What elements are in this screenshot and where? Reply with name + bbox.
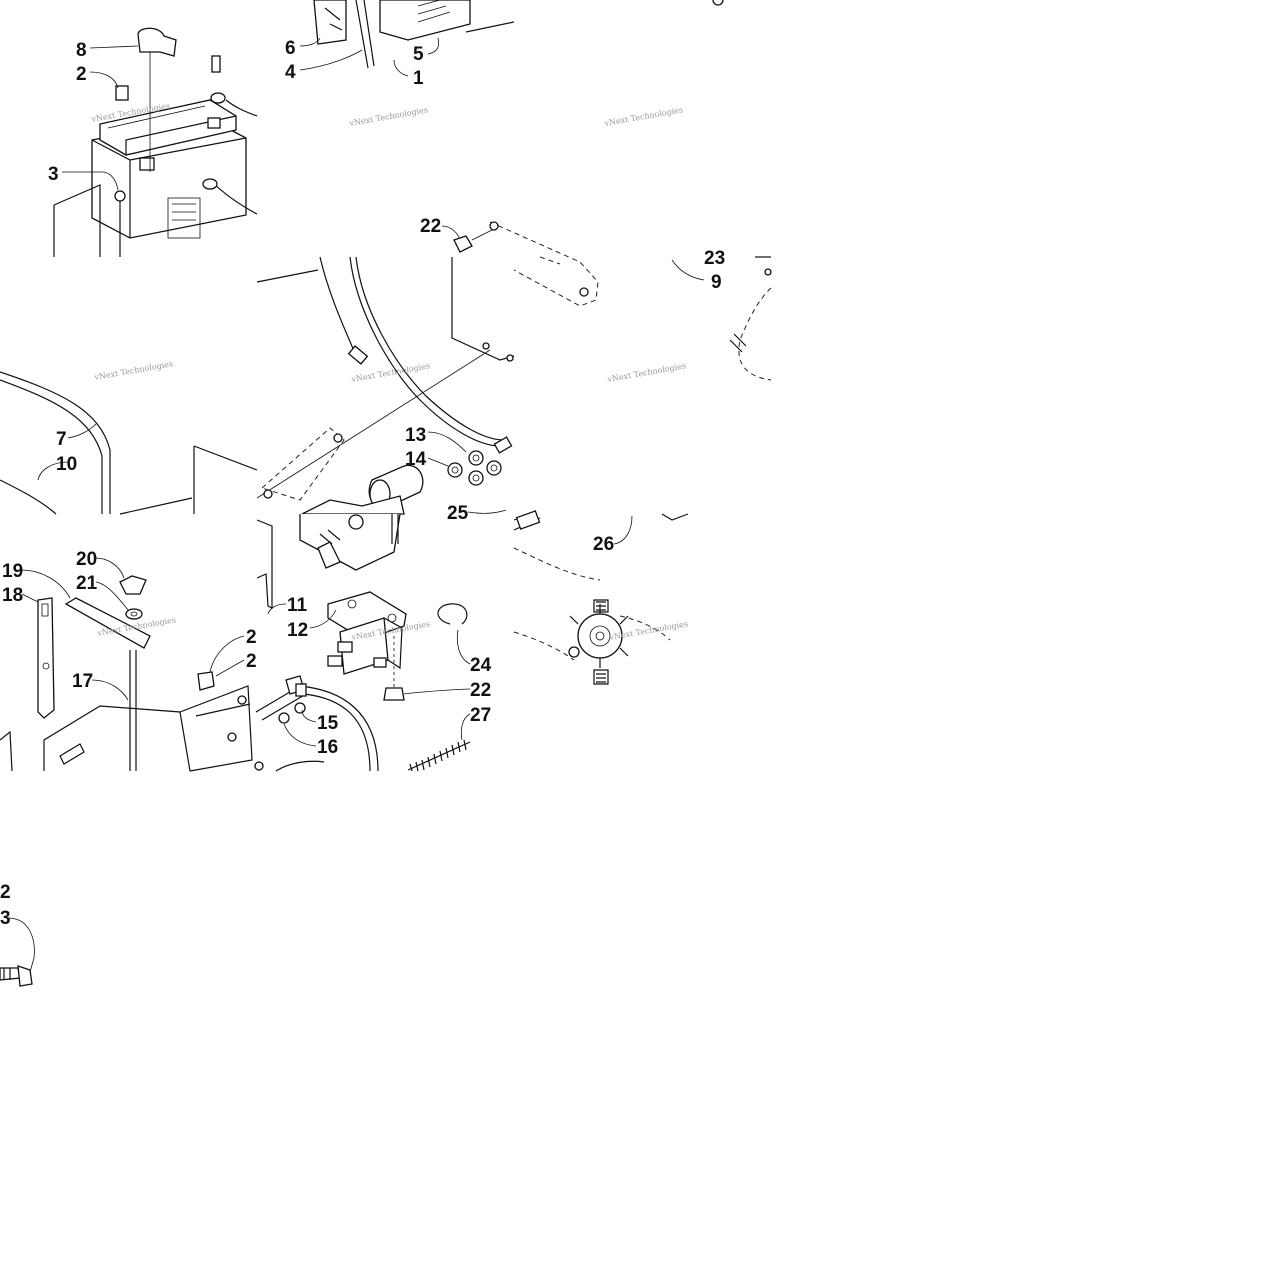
callout-18: 18 [2, 585, 23, 606]
callout-7: 7 [56, 429, 67, 450]
callout-13: 13 [405, 425, 426, 446]
callout-22b: 22 [470, 680, 491, 701]
callout-25: 25 [447, 503, 469, 524]
bottom-left-tile [0, 557, 253, 772]
top-middle-tile [299, 0, 515, 77]
callout-6: 6 [285, 38, 296, 59]
watermark: vNext Technologies [603, 105, 684, 128]
watermark: vNext Technologies [348, 105, 429, 128]
bottom-middle-tile [197, 513, 471, 772]
bottom-right-tile [513, 510, 689, 685]
callout-labels: 8 2 3 6 4 5 1 22 23 9 7 10 13 14 25 26 2… [0, 38, 725, 929]
watermark: vNext Technologies [350, 361, 431, 384]
watermark: vNext Technologies [608, 619, 689, 642]
battery-tile [53, 27, 258, 257]
callout-16: 16 [317, 737, 338, 758]
upper-dashed-bracket [489, 221, 599, 307]
watermark: vNext Technologies [93, 359, 174, 382]
callout-1: 1 [413, 68, 424, 89]
callout-17: 17 [72, 671, 93, 692]
callout-15: 15 [317, 713, 339, 734]
callout-2: 2 [76, 64, 87, 85]
callout-8: 8 [76, 40, 87, 61]
watermark: vNext Technologies [606, 361, 687, 384]
callout-22: 22 [420, 216, 441, 237]
lower-bolt [0, 917, 35, 987]
spring [407, 739, 471, 772]
top-right-tile [712, 0, 724, 6]
callout-11: 11 [287, 595, 308, 616]
callout-12: 12 [287, 620, 308, 641]
callout-2-lower: 2 [0, 882, 11, 903]
middle-right-tile [671, 256, 772, 381]
callout-2-partial: 2 [246, 627, 257, 648]
callout-24: 24 [470, 655, 492, 676]
callout-26: 26 [593, 534, 614, 555]
callout-14: 14 [405, 449, 427, 470]
center-tile [256, 225, 515, 515]
callout-20: 20 [76, 549, 97, 570]
callout-27: 27 [470, 705, 491, 726]
callout-23: 23 [704, 248, 725, 269]
callout-10: 10 [56, 454, 77, 475]
callout-19: 19 [2, 561, 23, 582]
clipped-callouts: 2 2 [246, 627, 257, 672]
callout-21: 21 [76, 573, 98, 594]
middle-left-tile [0, 371, 258, 515]
callout-3: 3 [48, 164, 59, 185]
callout-4: 4 [285, 62, 296, 83]
callout-5: 5 [413, 44, 424, 65]
callout-2-partial-b: 2 [246, 651, 257, 672]
callout-3-lower: 3 [0, 908, 11, 929]
callout-9: 9 [711, 272, 722, 293]
